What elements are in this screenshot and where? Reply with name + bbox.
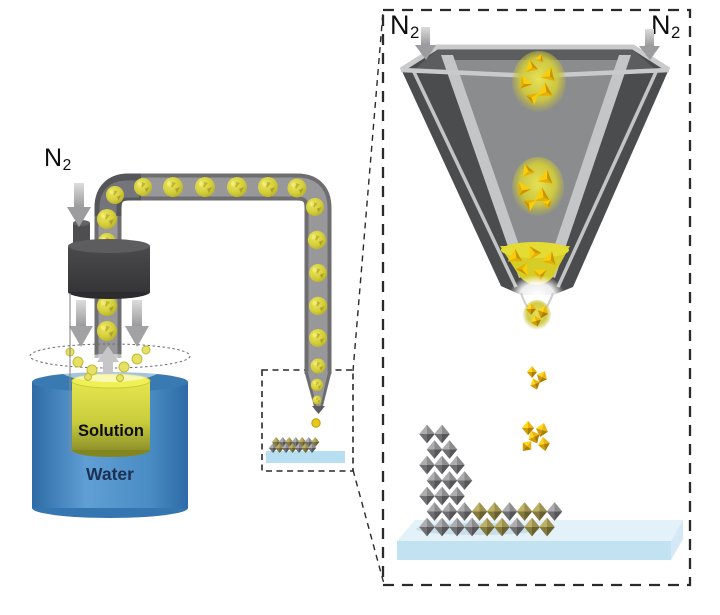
mini-particle-pile — [268, 436, 320, 454]
octahedron-gray — [419, 455, 435, 475]
octahedron-gray — [419, 424, 435, 444]
octahedron-gray — [441, 440, 458, 459]
octahedron-olive — [501, 502, 518, 521]
funnel-droplet-pool — [500, 242, 570, 285]
water-label: Water — [86, 464, 134, 484]
octahedron-gray — [449, 486, 465, 506]
substrate-large — [397, 520, 683, 560]
octahedron-olive — [471, 502, 488, 521]
falling-cluster-1 — [527, 366, 550, 392]
zoom-connector-lines — [352, 11, 385, 585]
exiting-droplet — [523, 300, 551, 330]
nozzle-tip — [312, 406, 325, 414]
n2-label-zoom-right: N2 — [651, 10, 681, 43]
spray-up-arrow — [97, 346, 119, 374]
octahedron-olive — [531, 502, 548, 521]
octahedron-gray — [441, 502, 458, 521]
octahedron-gray — [456, 471, 473, 490]
falling-cluster-2 — [518, 420, 552, 455]
deposited-tower — [419, 424, 473, 537]
nebulizer — [68, 220, 150, 299]
n2-label-zoom-left: N2 — [390, 10, 420, 43]
solution-vial — [71, 373, 151, 457]
octahedron-olive — [486, 502, 503, 521]
n2-label-source: N2 — [44, 144, 72, 174]
octahedron-gray — [419, 486, 435, 506]
funnel-droplet-2 — [512, 157, 564, 217]
exiting-droplet-small — [311, 418, 321, 428]
zoom-detail-box — [381, 8, 692, 587]
octahedron-gray — [434, 424, 450, 444]
octahedron-gray — [441, 471, 458, 490]
octahedron-gray — [426, 440, 443, 459]
octahedron-gray — [426, 502, 443, 521]
octahedron-gray — [434, 455, 450, 475]
octahedron-olive — [546, 502, 563, 521]
octahedron-gray — [434, 486, 450, 506]
flow-down-arrow-left — [69, 300, 93, 347]
octahedron-gray — [426, 471, 443, 490]
funnel-droplet-1 — [512, 51, 566, 113]
flow-down-arrow-right — [125, 300, 149, 347]
octahedron-gray — [449, 455, 465, 475]
octahedron-olive — [516, 502, 533, 521]
substrate-small — [266, 451, 345, 463]
n2-inlet-arrow — [67, 183, 91, 227]
solution-label: Solution — [78, 422, 144, 440]
octahedron-gray — [456, 502, 473, 521]
